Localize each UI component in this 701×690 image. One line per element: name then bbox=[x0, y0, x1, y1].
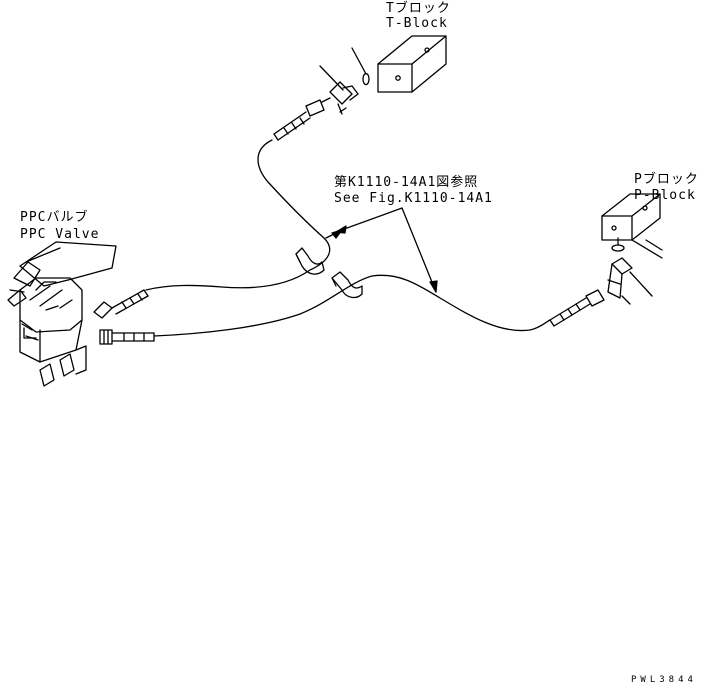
o-ring-t-block bbox=[352, 48, 369, 85]
drawing-code: PWL3844 bbox=[631, 675, 697, 685]
elbow-fitting-t-block bbox=[320, 66, 358, 114]
t-block-label-jp: Tブロック bbox=[386, 1, 451, 16]
ppc-valve-label-en: PPC Valve bbox=[20, 227, 100, 242]
p-block bbox=[602, 194, 662, 258]
t-block-label-en: T-Block bbox=[386, 16, 448, 31]
t-block bbox=[378, 36, 446, 92]
clamp-upper bbox=[296, 248, 324, 274]
hose-connector-ppc-upper bbox=[94, 290, 148, 318]
elbow-fitting-p-block bbox=[608, 258, 652, 304]
reference-leader-lines bbox=[336, 208, 437, 292]
o-ring-p-block bbox=[612, 238, 624, 251]
ppc-valve bbox=[8, 242, 116, 386]
reference-note-en: See Fig.K1110-14A1 bbox=[334, 191, 493, 206]
p-block-label-jp: Pブロック bbox=[634, 172, 699, 187]
hose-lower bbox=[154, 275, 550, 336]
hose-connector-ppc-lower bbox=[100, 330, 154, 344]
hose-upper bbox=[146, 140, 342, 290]
hose-connector-p-block bbox=[550, 290, 604, 326]
ppc-valve-label-jp: PPCバルブ bbox=[20, 210, 89, 225]
reference-note-jp: 第K1110-14A1図参照 bbox=[334, 175, 479, 190]
p-block-label-en: P-Block bbox=[634, 188, 696, 203]
hose-connector-upper bbox=[274, 98, 330, 140]
clamp-lower bbox=[332, 272, 362, 297]
